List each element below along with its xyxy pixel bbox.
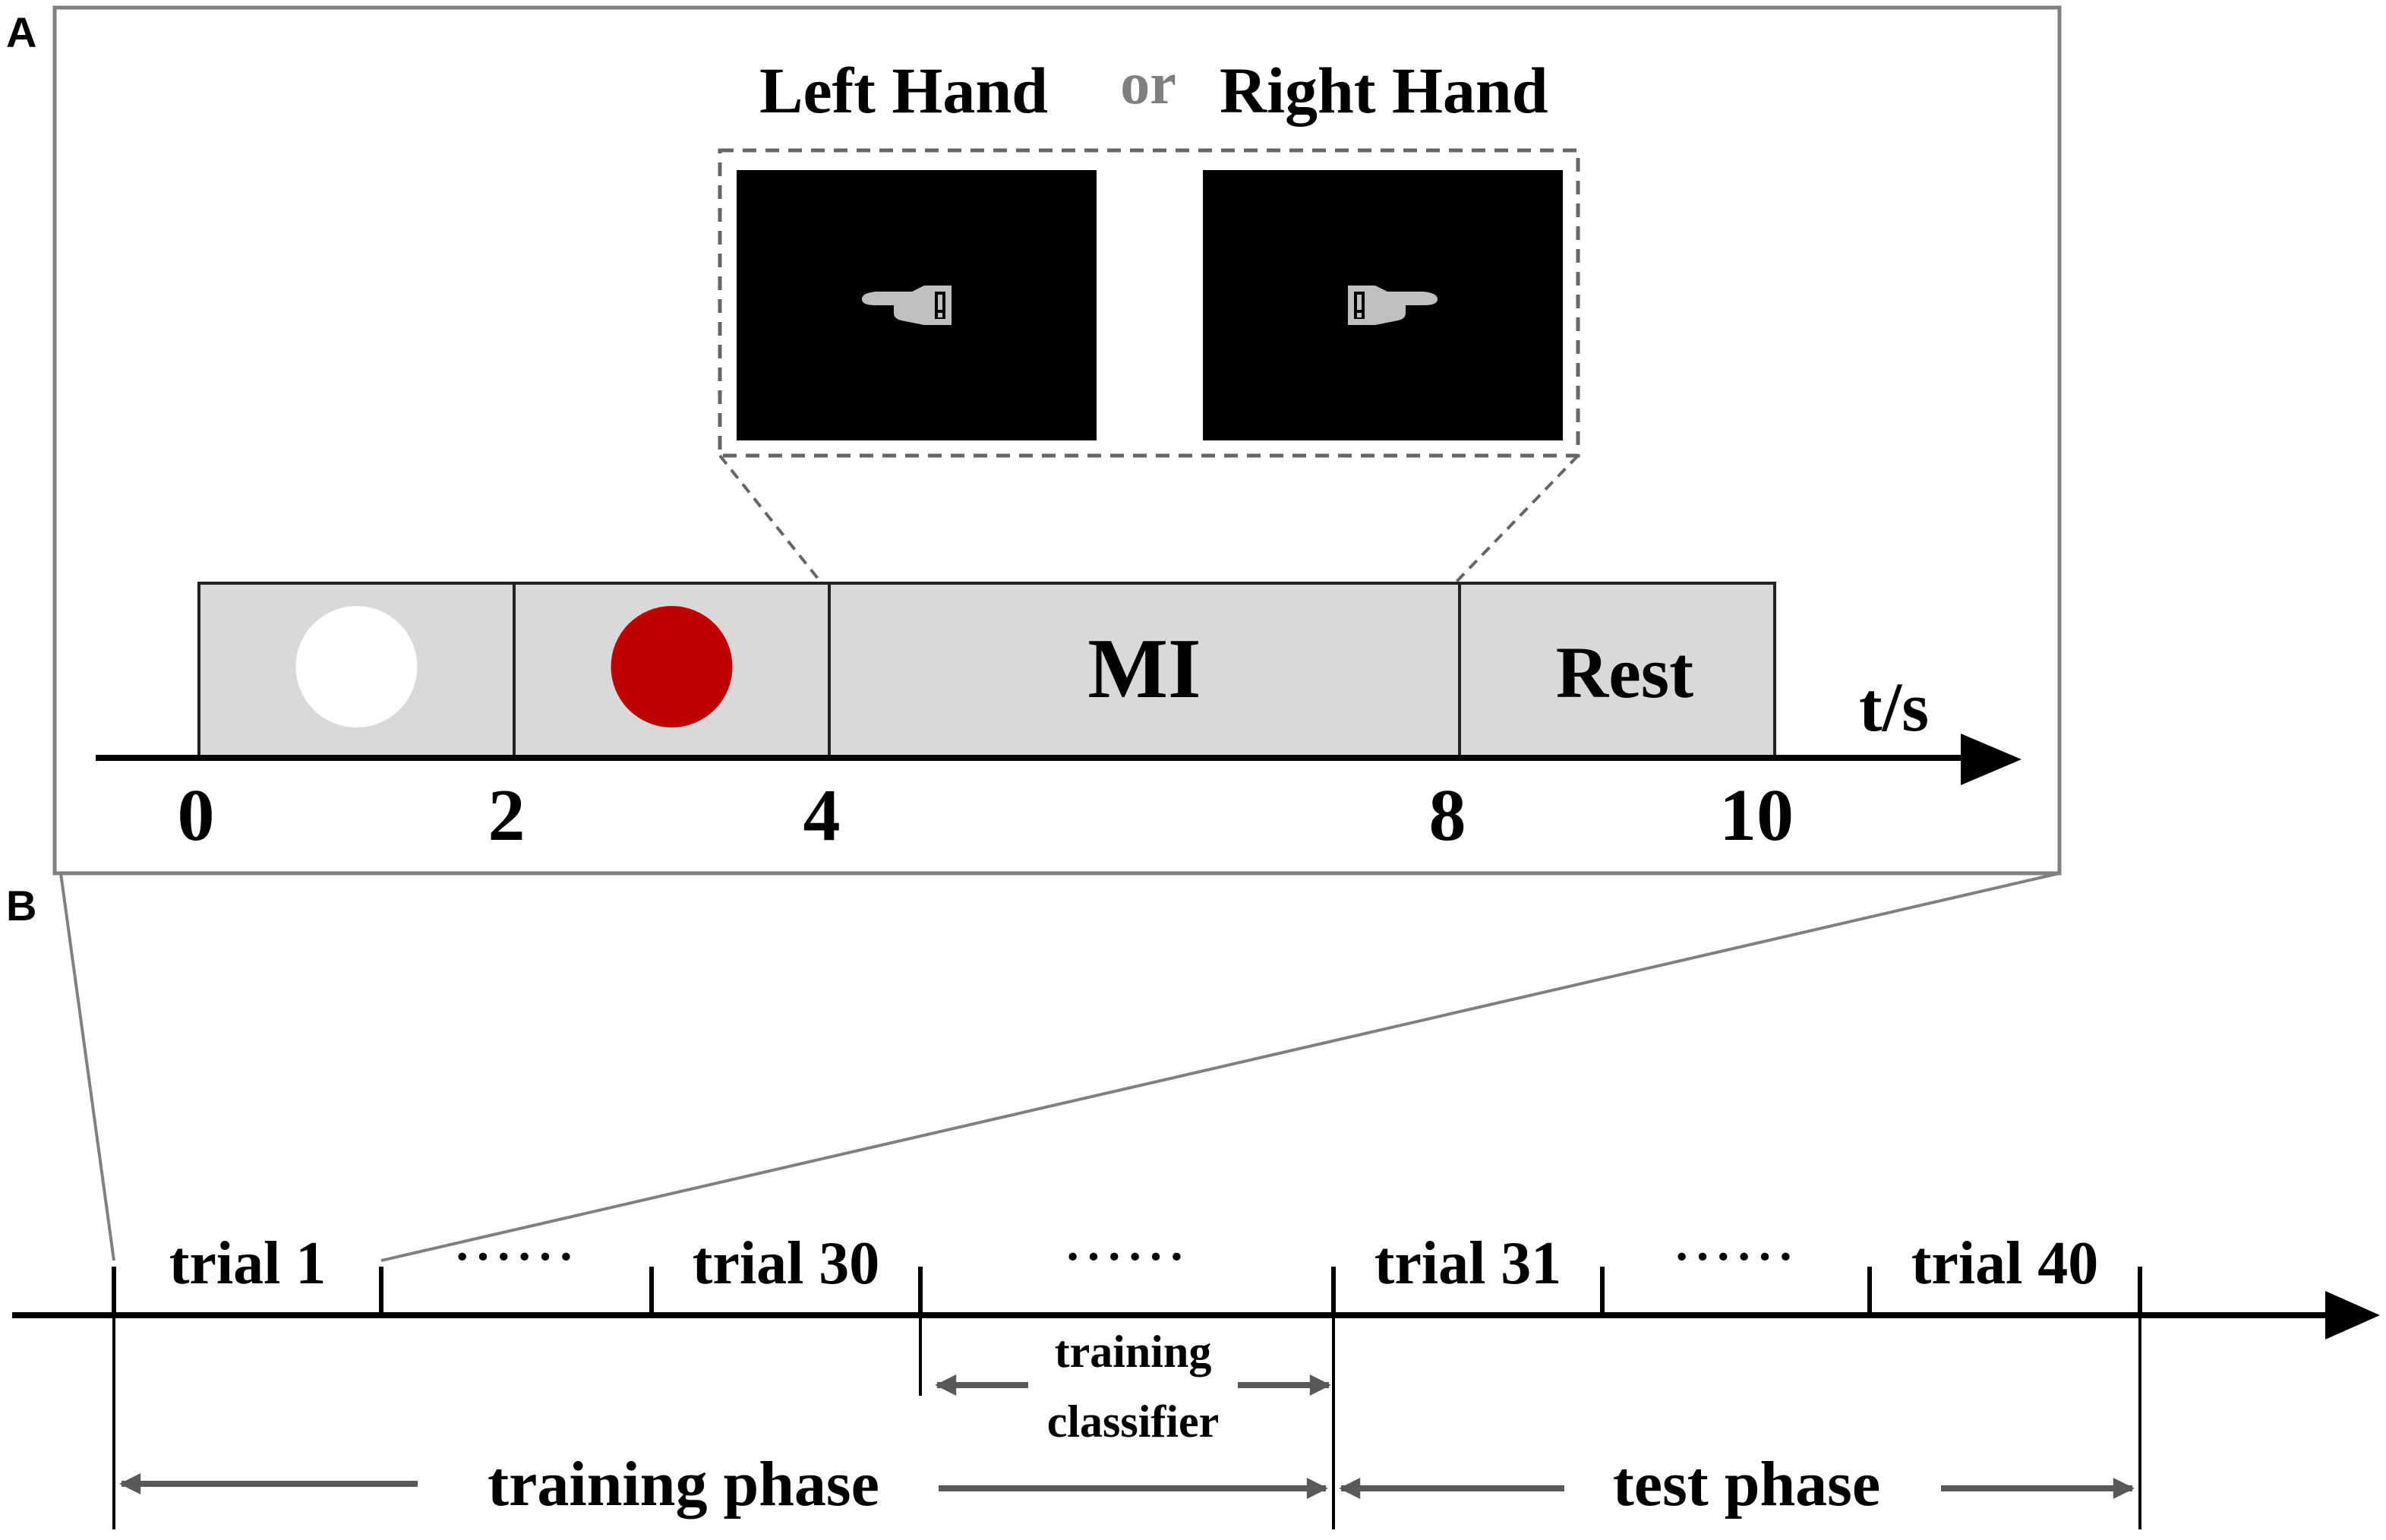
trial-label: trial 30 <box>693 1230 880 1297</box>
pointing-left-hand-icon <box>862 286 952 325</box>
red-circle <box>611 606 733 727</box>
time-tick-labels: 0 2 4 8 10 <box>178 775 1794 857</box>
trial-label: trial 31 <box>1374 1230 1562 1297</box>
panel-a-frame <box>52 5 2062 876</box>
left-hand-label: Left Hand <box>759 54 1048 127</box>
training-classifier-label-line2: classifier <box>1047 1396 1220 1447</box>
training-phase-label: training phase <box>488 1449 879 1519</box>
zoom-line-left <box>59 873 115 1261</box>
panel-b-label: B <box>6 882 36 929</box>
panel-a-label: A <box>6 8 36 56</box>
tick-label-2: 2 <box>488 775 525 857</box>
segment-label: Rest <box>1556 632 1693 713</box>
segment-8-10: Rest <box>1458 582 1776 759</box>
segment-box <box>1458 582 1776 759</box>
segment-4-8: MI <box>828 582 1461 759</box>
right-hand-label: Right Hand <box>1220 54 1548 127</box>
session-axis-arrowhead <box>2325 1291 2380 1340</box>
ellipsis-label: ······ <box>454 1229 579 1283</box>
cue-dashed-box <box>718 148 1580 458</box>
white-circle <box>295 606 418 727</box>
pointing-right-hand-icon <box>1348 286 1438 325</box>
zoom-line-right <box>380 872 2060 1262</box>
trial-segments: MI Rest <box>197 582 1776 759</box>
trial-label: trial 1 <box>169 1230 327 1297</box>
segment-2-4 <box>513 582 831 759</box>
tick-label-10: 10 <box>1719 775 1794 857</box>
ellipsis-label: ······ <box>1065 1229 1189 1283</box>
tick-label-0: 0 <box>178 775 215 857</box>
time-axis-label: t/s <box>1859 668 1929 746</box>
test-phase-label: test phase <box>1613 1449 1880 1519</box>
tick-label-8: 8 <box>1429 775 1466 857</box>
training-classifier-label-line1: training <box>1055 1327 1212 1377</box>
cue-connector-right <box>1453 454 1580 585</box>
tick-label-4: 4 <box>803 775 841 857</box>
segment-box <box>828 582 1461 759</box>
time-axis-arrowhead <box>1961 734 2021 785</box>
trial-label: trial 40 <box>1911 1230 2099 1297</box>
segment-0-2 <box>197 582 516 759</box>
right-hand-cue-screen <box>1203 170 1563 440</box>
cue-connector-left <box>718 454 823 585</box>
session-trials: trial 1 ······ trial 30 ······ trial 31 ·····… <box>112 1229 2142 1315</box>
ellipsis-label: ······ <box>1674 1229 1798 1283</box>
segment-label: MI <box>1087 622 1201 716</box>
left-hand-cue-screen <box>737 170 1097 440</box>
or-label: or <box>1120 50 1176 116</box>
